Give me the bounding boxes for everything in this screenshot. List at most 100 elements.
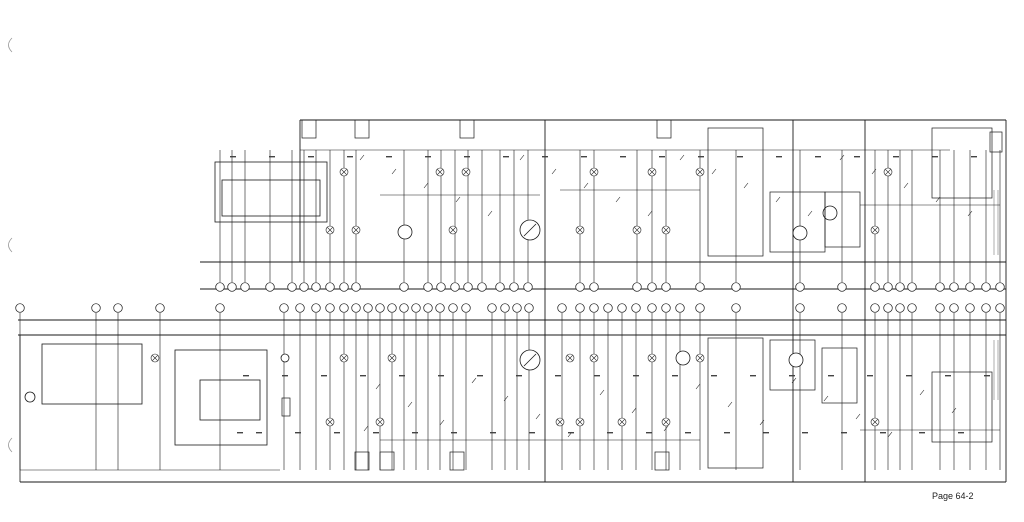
lamp-cross [662, 418, 670, 426]
connector-lower [423, 303, 433, 313]
connector-lower [500, 303, 510, 313]
wire-tag [815, 156, 821, 158]
connector-lower [311, 303, 321, 313]
lamp-cross [590, 354, 598, 362]
switch-contact [647, 210, 653, 217]
switch-contact [423, 182, 429, 189]
connector-lower [883, 303, 893, 313]
connector-lower [949, 303, 959, 313]
wire-tag [516, 375, 522, 377]
connector-lower [487, 303, 497, 313]
wire-tag [529, 432, 535, 434]
wire-tag [828, 375, 834, 377]
connector-circles [15, 282, 1005, 313]
wire-tag [607, 432, 613, 434]
connector-lower [155, 303, 165, 313]
connector-lower [325, 303, 335, 313]
connector-upper [895, 282, 905, 292]
connector-upper [995, 282, 1005, 292]
wire-tag [295, 432, 301, 434]
connector-lower [351, 303, 361, 313]
wire-tag [412, 432, 418, 434]
wire-tag [646, 432, 652, 434]
wire-tag [841, 432, 847, 434]
switch-contact [679, 154, 685, 161]
wire-tag [308, 156, 314, 158]
lamp-cross [871, 418, 879, 426]
switch-contact [471, 377, 477, 384]
lamp-cross [696, 168, 704, 176]
switch-contact [631, 407, 637, 414]
connector-lower [731, 303, 741, 313]
component-symbols [150, 154, 990, 438]
connector-lower [295, 303, 305, 313]
connector-upper [695, 282, 705, 292]
wire-tag [451, 432, 457, 434]
switch-contact [871, 168, 877, 175]
wire-tag [425, 156, 431, 158]
switch-contact [919, 389, 925, 396]
switch-contact [823, 395, 829, 402]
connector-upper [265, 282, 275, 292]
connector-lower [411, 303, 421, 313]
lamp-cross [462, 168, 470, 176]
switch-contact [599, 389, 605, 396]
lamp-cross [871, 226, 879, 234]
connector-lower [215, 303, 225, 313]
right-terminal-strip [993, 190, 999, 400]
wire-tag [789, 375, 795, 377]
lamp-cross [566, 354, 574, 362]
connector-upper [632, 282, 642, 292]
switch-contact [855, 413, 861, 420]
connector-upper [981, 282, 991, 292]
main-harness-band [18, 119, 1007, 483]
switch-contact [663, 425, 669, 432]
wire-tag [724, 432, 730, 434]
lamp-cross [326, 418, 334, 426]
connector-lower [461, 303, 471, 313]
connector-lower [91, 303, 101, 313]
connector-upper [399, 282, 409, 292]
switch-contact [551, 168, 557, 175]
binder-marks [8, 37, 13, 453]
connector-lower [363, 303, 373, 313]
page-number: Page 64-2 [932, 491, 974, 501]
connector-lower [617, 303, 627, 313]
switch-contact [903, 182, 909, 189]
wire-tag [854, 156, 860, 158]
connector-lower [387, 303, 397, 313]
connector-upper [523, 282, 533, 292]
connector-upper [339, 282, 349, 292]
connector-upper [215, 282, 225, 292]
wire-tag [555, 375, 561, 377]
left-module-lower [19, 335, 268, 482]
connector-lower [981, 303, 991, 313]
switch-contact [951, 407, 957, 414]
connector-upper [423, 282, 433, 292]
connector-upper [795, 282, 805, 292]
connector-upper [325, 282, 335, 292]
wire-tag [919, 432, 925, 434]
wire-tag [360, 375, 366, 377]
wire-tag [750, 375, 756, 377]
connector-lower [795, 303, 805, 313]
connector-upper [450, 282, 460, 292]
lamp-cross [648, 354, 656, 362]
connector-upper [883, 282, 893, 292]
connector-upper [495, 282, 505, 292]
connector-upper [935, 282, 945, 292]
connector-lower [661, 303, 671, 313]
wire-tag [672, 375, 678, 377]
connector-upper [575, 282, 585, 292]
wire-tag [880, 432, 886, 434]
connector-lower [512, 303, 522, 313]
wire-tag [971, 156, 977, 158]
switch-contact [887, 431, 893, 438]
switch-contact [807, 210, 813, 217]
wire-tag [945, 375, 951, 377]
wire-tag [269, 156, 275, 158]
switch-contact [519, 154, 525, 161]
connector-lower [557, 303, 567, 313]
wire-tag [347, 156, 353, 158]
